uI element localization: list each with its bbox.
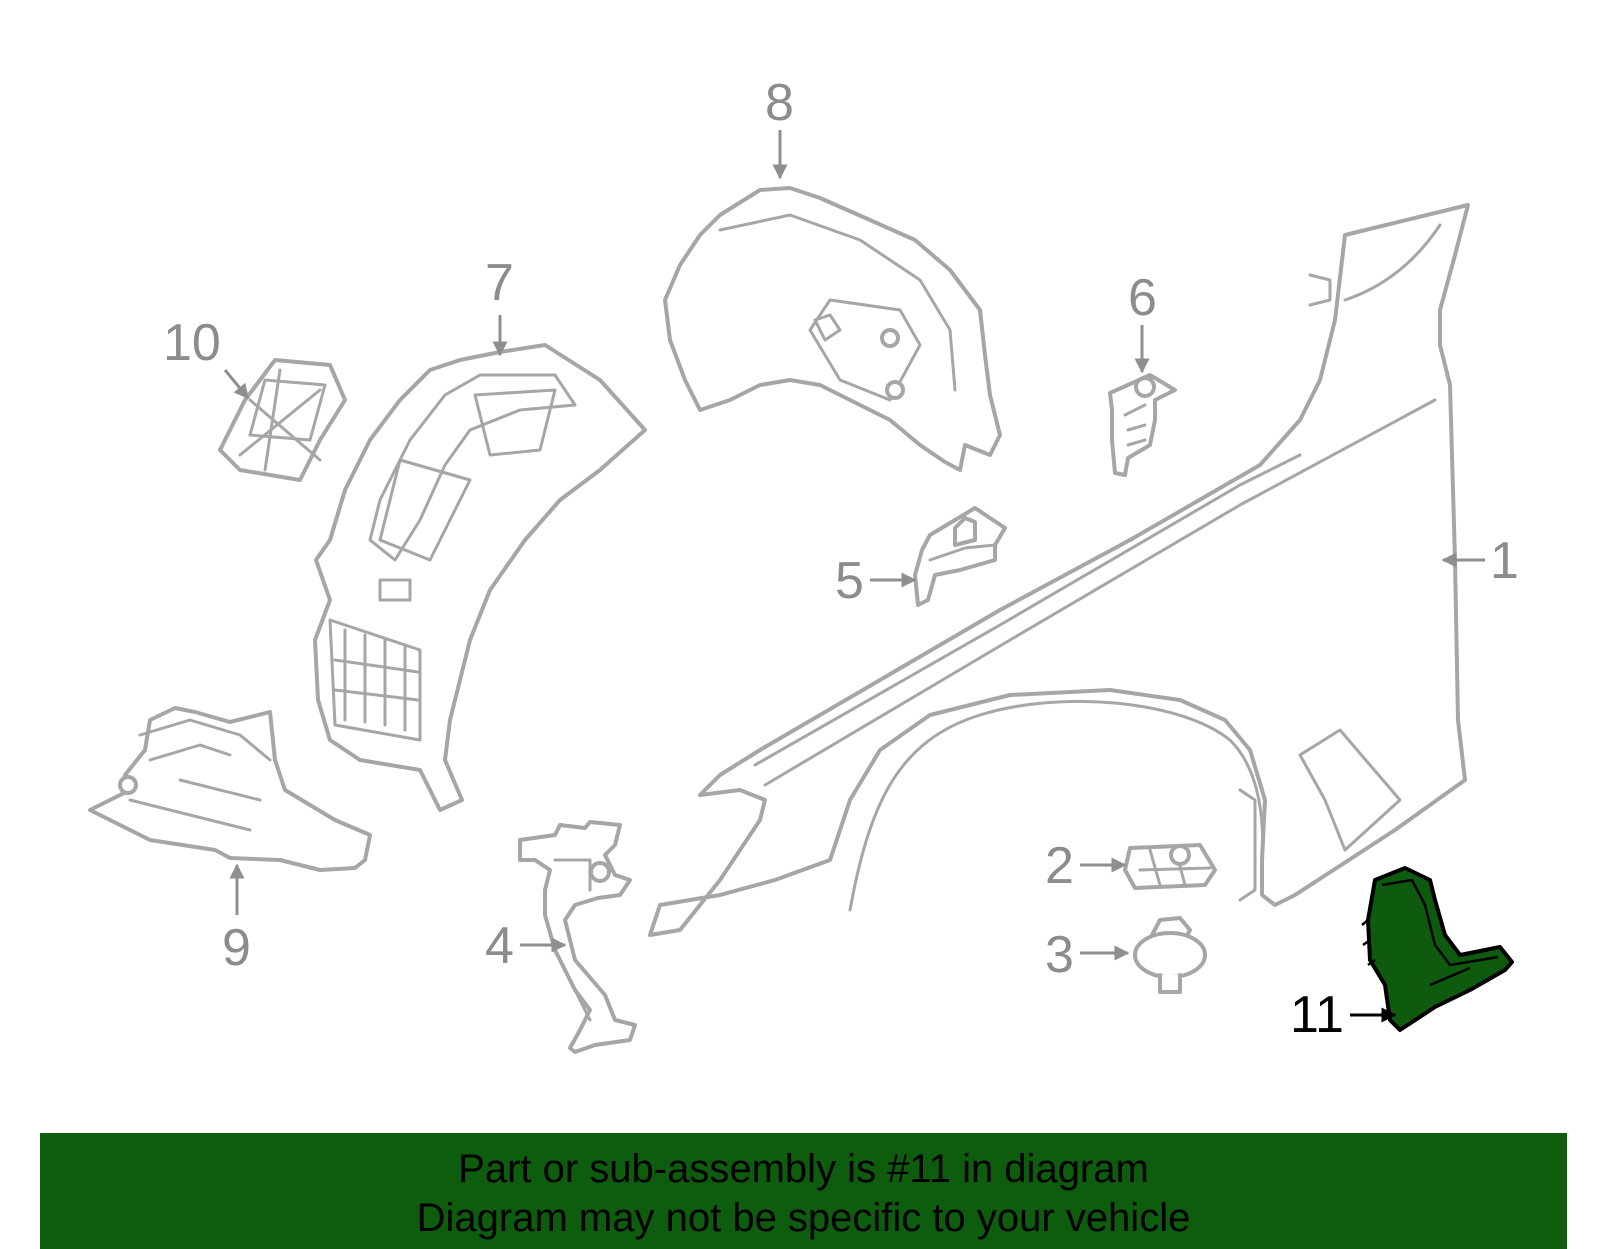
part-5-bracket <box>913 506 1007 607</box>
banner-line-2: Diagram may not be specific to your vehi… <box>416 1196 1191 1240</box>
info-banner: Part or sub-assembly is #11 in diagram D… <box>40 1133 1567 1249</box>
part-8-inner-liner <box>663 186 1002 472</box>
callout-10: 10 <box>163 314 221 372</box>
part-10-grille <box>218 358 347 482</box>
leader-lines <box>223 130 1485 1023</box>
part-4-bracket <box>518 820 637 1054</box>
callout-2: 2 <box>1045 837 1074 895</box>
callout-4: 4 <box>485 917 514 975</box>
callout-1: 1 <box>1490 532 1519 590</box>
part-11-trim-highlighted <box>1361 866 1514 1032</box>
part-6-bracket <box>1108 373 1177 477</box>
part-7-wheel-arch-liner <box>313 343 647 812</box>
part-9-shield <box>88 706 372 872</box>
callout-7: 7 <box>485 254 514 312</box>
part-2-clip-nut <box>1123 843 1217 890</box>
callout-5: 5 <box>835 552 864 610</box>
callout-9: 9 <box>222 919 251 977</box>
callout-6: 6 <box>1128 269 1157 327</box>
part-3-bolt <box>1133 916 1207 994</box>
callout-3: 3 <box>1045 926 1074 984</box>
part-1-fender <box>648 203 1470 937</box>
callout-11: 11 <box>1290 986 1344 1044</box>
callout-8: 8 <box>765 74 794 132</box>
banner-line-1: Part or sub-assembly is #11 in diagram <box>458 1147 1149 1191</box>
